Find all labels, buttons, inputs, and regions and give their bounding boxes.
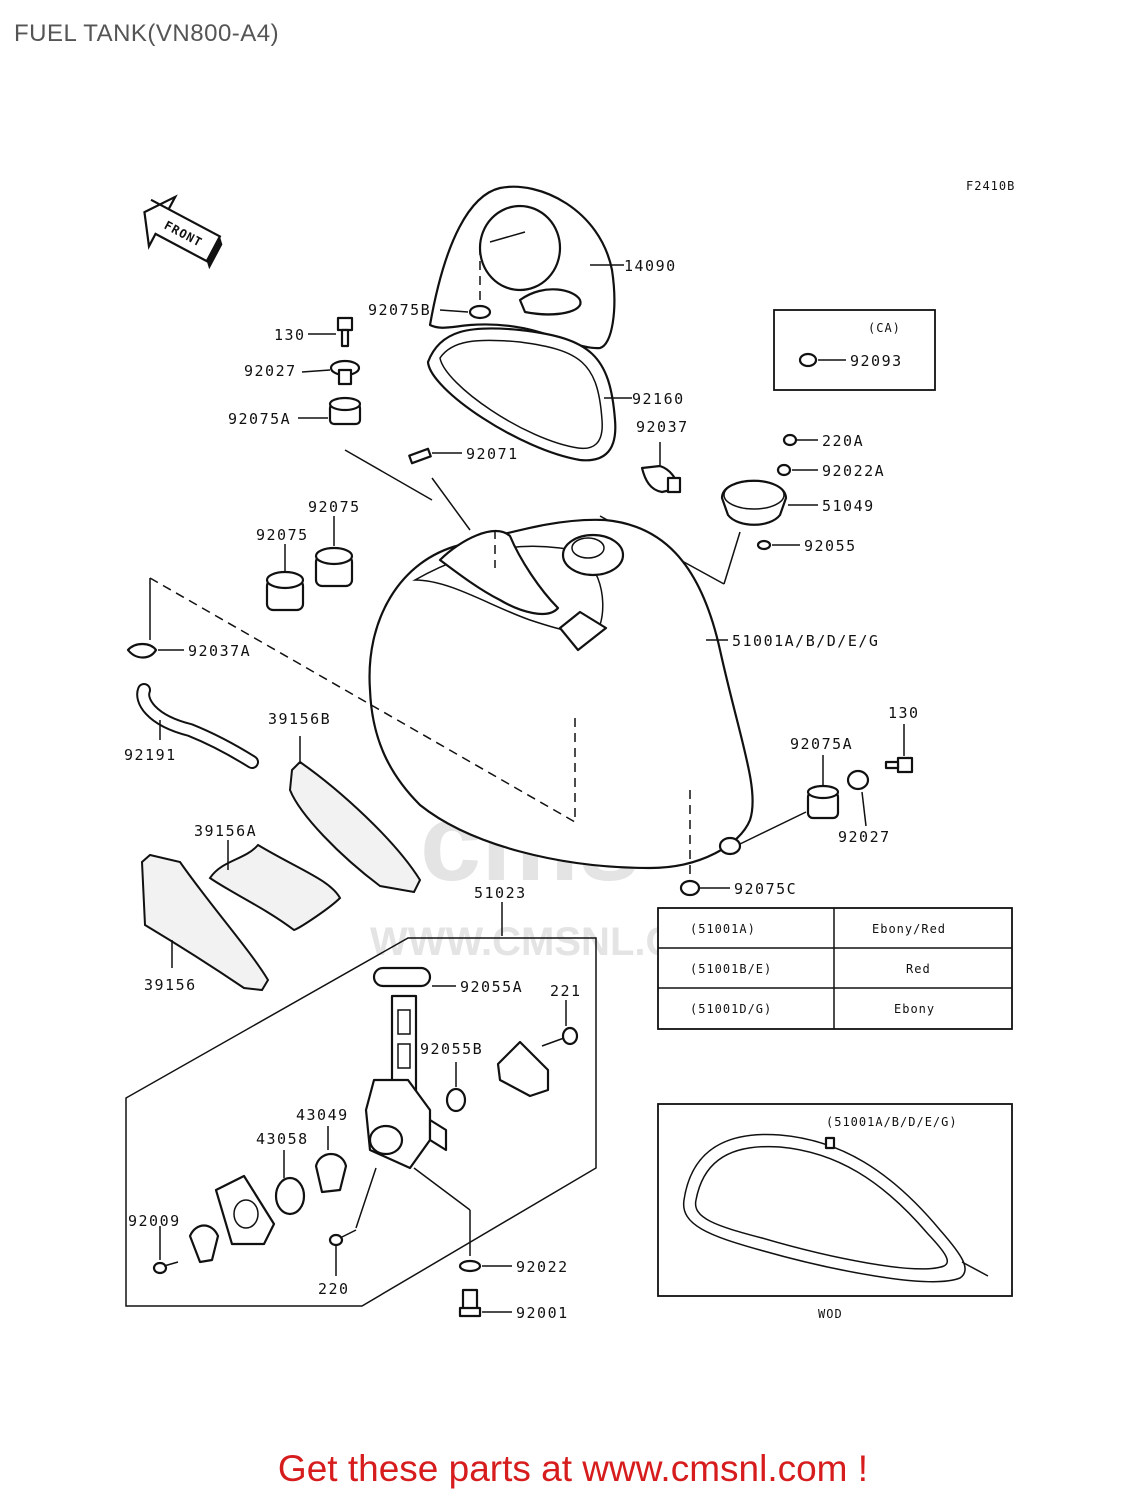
damper-92075-right-part [314,546,354,588]
damper-92075-left-part [265,570,305,612]
color-table-color-1: Red [906,962,931,976]
label-92027-right: 92027 [838,828,891,846]
color-table-code-2: (51001D/G) [690,1002,772,1016]
damper-92075c-part [679,879,701,897]
label-92093: 92093 [850,352,903,370]
label-43058: 43058 [256,1130,309,1148]
label-51023: 51023 [474,884,527,902]
label-92075-right: 92075 [308,498,361,516]
label-92075a-top: 92075A [228,410,291,428]
bolt-92001-part [458,1288,482,1318]
pad-39156-part [140,853,270,992]
label-92075a-right: 92075A [790,735,853,753]
washer-92022a-part [776,463,792,477]
bolt-130-top-part [336,316,354,348]
color-table-color-0: Ebony/Red [872,922,946,936]
label-39156: 39156 [144,976,197,994]
diagram-code: F2410B [966,179,1015,193]
screw-221-part [541,1026,579,1047]
color-table: (51001A) Ebony/Red (51001B/E) Red (51001… [657,907,1013,1030]
valve-plate-part [214,1174,276,1246]
bolt-130-right-part [884,756,914,774]
label-220a: 220A [822,432,864,450]
cover-plate-part [496,1040,550,1098]
label-51001: 51001A/B/D/E/G [732,632,879,650]
label-51049: 51049 [822,497,875,515]
collar-92027-top-part [329,359,361,386]
label-92071: 92071 [466,445,519,463]
label-92055b: 92055B [420,1040,483,1058]
oring-92055b-part [445,1087,467,1113]
label-92055: 92055 [804,537,857,555]
color-table-color-2: Ebony [894,1002,935,1016]
grommet-92075b-part [468,304,492,320]
ca-box-label: (CA) [868,321,901,335]
color-table-code-0: (51001A) [690,922,756,936]
lever-43049-part [314,1152,348,1194]
label-92055a: 92055A [460,978,523,996]
screw-92009-part [152,1261,179,1275]
label-92075c: 92075C [734,880,797,898]
front-arrow-icon: FRONT [143,194,223,270]
pad-39156b-part [288,760,422,894]
wod-caption: WOD [818,1307,843,1321]
label-39156a: 39156A [194,822,257,840]
label-92022: 92022 [516,1258,569,1276]
promo-link[interactable]: Get these parts at www.cmsnl.com ! [277,1448,869,1489]
label-92027-top: 92027 [244,362,297,380]
label-92037: 92037 [636,418,689,436]
label-221: 221 [550,982,582,1000]
nut-92093-part [798,352,818,368]
fuel-valve-body-part [364,994,448,1170]
screw-220-part [328,1229,357,1247]
ca-box [773,309,936,391]
washer-92022-part [458,1259,482,1273]
label-92037a: 92037A [188,642,251,660]
label-92001: 92001 [516,1304,569,1322]
oring-92055a-part [372,966,432,988]
label-92022a: 92022A [822,462,885,480]
wod-box: (51001A/B/D/E/G) WOD [657,1103,1013,1321]
label-220: 220 [318,1280,350,1298]
label-92075-left: 92075 [256,526,309,544]
label-92075b: 92075B [368,301,431,319]
color-table-code-1: (51001B/E) [690,962,772,976]
knob-part [188,1224,220,1264]
wod-box-label: (51001A/B/D/E/G) [826,1115,958,1129]
page-title: FUEL TANK(VN800-A4) [14,20,280,47]
gasket-92160-part [426,327,617,462]
oring-92055-part [756,539,772,551]
cap-51049-part [720,479,788,526]
label-14090: 14090 [624,257,677,275]
label-39156b: 39156B [268,710,331,728]
dash-cover-part [428,185,616,350]
screw-220a-part [782,433,818,447]
exploded-parts-diagram: cms WWW.CMSNL.COM F2410B FRONT 14090 920… [124,179,1015,1322]
fuel-tank-51001-part [368,518,754,875]
damper-92075a-top-part [328,396,362,426]
oring-43058-part [274,1176,306,1216]
label-92160: 92160 [632,390,685,408]
damper-92075a-right-part [806,784,840,820]
collar-92027-right-part [846,769,870,791]
label-92009: 92009 [128,1212,181,1230]
label-43049: 43049 [296,1106,349,1124]
clip-92037a-part [126,642,158,659]
valve-assembly-enclosure [125,937,597,1307]
label-130-right: 130 [888,704,920,722]
clamp-92037-part [640,464,682,494]
label-92191: 92191 [124,746,177,764]
pad-39156a-part [208,843,342,932]
label-130-top: 130 [274,326,306,344]
clip-92071-part [408,447,432,465]
